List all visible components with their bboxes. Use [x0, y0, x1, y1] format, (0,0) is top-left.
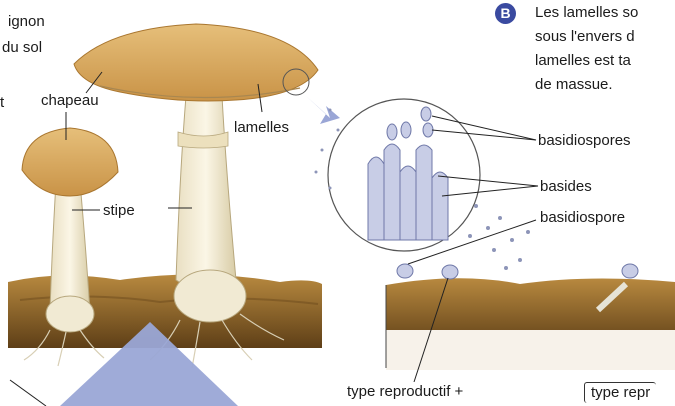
section-b-line4: de massue.	[535, 75, 613, 95]
label-basidiospore: basidiospore	[540, 208, 625, 227]
section-b-line1: Les lamelles so	[535, 3, 638, 23]
zoom-arrow-icon	[306, 96, 340, 124]
label-basidiospores: basidiospores	[538, 131, 631, 150]
label-type-minus: type repr	[584, 382, 656, 403]
label-chapeau: chapeau	[41, 91, 99, 110]
left-text-line3: t	[0, 93, 4, 113]
label-stipe: stipe	[103, 201, 135, 220]
left-text-line2: du sol	[2, 38, 42, 58]
soil-right	[386, 278, 675, 370]
section-b-badge: B	[495, 3, 516, 24]
section-b-line3: lamelles est ta	[535, 51, 631, 71]
label-basides: basides	[540, 177, 592, 196]
left-text-line1: ignon	[8, 12, 45, 32]
section-b-line2: sous l'envers d	[535, 27, 635, 47]
label-lamelles: lamelles	[234, 118, 289, 137]
label-type-plus: type reproductif +	[341, 382, 469, 402]
